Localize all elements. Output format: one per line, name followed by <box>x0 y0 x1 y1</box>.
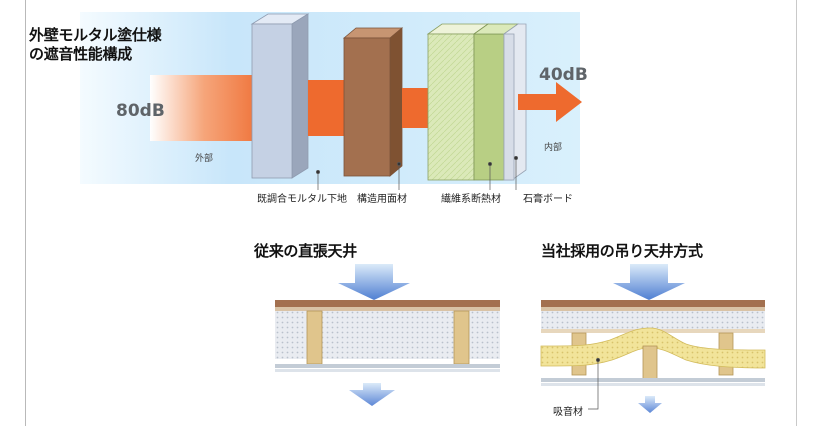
hanger-center <box>642 345 658 381</box>
absorber-leader-line <box>588 358 600 410</box>
blue-arrow-top-right <box>613 264 685 300</box>
frame-border-right <box>796 0 797 426</box>
diagram-title: 外壁モルタル塗仕様 の遮音性能構成 <box>29 26 162 63</box>
floor-slab-right <box>541 300 765 307</box>
floor-slab-left <box>275 300 500 307</box>
outside-db-label: 80dB <box>116 101 165 121</box>
blue-arrow-bottom-left <box>349 383 395 406</box>
suspended-ceiling-illustration <box>540 264 766 413</box>
mortar-board <box>251 23 293 179</box>
frame-border-left <box>25 0 26 426</box>
conventional-ceiling-illustration <box>275 264 500 406</box>
layer-label-mortar: 既調合モルタル下地 <box>257 194 347 205</box>
structural-panel <box>343 37 391 177</box>
layer-label-gypsum: 石膏ボード <box>523 194 573 205</box>
fiber-insulation <box>427 33 475 181</box>
sound-band-2 <box>308 80 350 136</box>
incoming-sound-band <box>150 75 270 141</box>
layer-label-structural: 構造用面材 <box>357 194 407 205</box>
stud-left-1 <box>306 310 323 365</box>
gypsum-board <box>503 33 515 181</box>
stud-left-2 <box>453 310 470 365</box>
conventional-ceiling-title: 従来の直張天井 <box>254 242 357 260</box>
layer-label-insulation: 繊維系断熱材 <box>441 194 501 205</box>
inside-db-label: 40dB <box>539 65 588 85</box>
inside-label: 内部 <box>544 143 563 153</box>
layer-leader-lines <box>316 156 518 190</box>
absorber-label: 吸音材 <box>553 407 583 418</box>
blue-arrow-bottom-right <box>638 396 662 413</box>
blue-arrow-top-left <box>338 264 410 300</box>
outside-label: 外部 <box>195 154 214 164</box>
wall-section-illustration <box>80 12 582 190</box>
outgoing-sound-arrow <box>518 82 582 122</box>
suspended-ceiling-title: 当社採用の吊り天井方式 <box>541 242 703 260</box>
